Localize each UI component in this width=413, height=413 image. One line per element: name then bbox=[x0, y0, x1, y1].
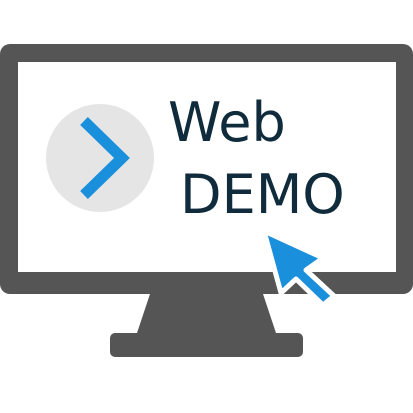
play-button-background bbox=[46, 104, 154, 212]
monitor-stand-base bbox=[110, 333, 303, 357]
title-web: Web bbox=[168, 91, 286, 154]
title-demo: DEMO bbox=[180, 163, 345, 226]
play-chevron-icon bbox=[80, 117, 130, 199]
